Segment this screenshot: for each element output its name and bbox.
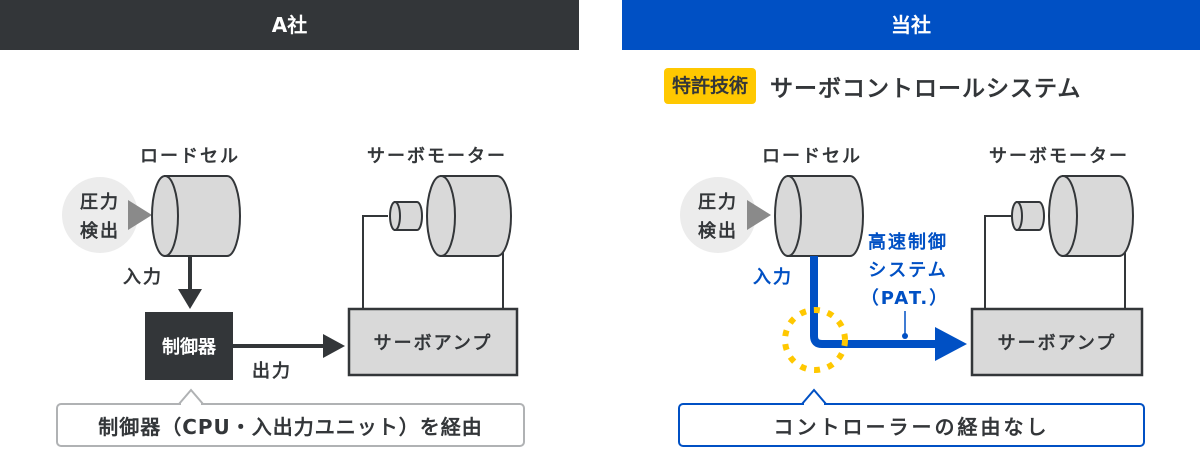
pointer-gap — [181, 403, 201, 406]
left-servo-motor-group: サーボモーター サーボアンプ — [347, 146, 519, 377]
input-label: 入力 — [123, 267, 163, 288]
high-speed-label-1: 高速制御 — [868, 231, 948, 253]
system-title: サーボコントロールシステム — [770, 76, 1082, 102]
our-callout: コントローラーの経由なし — [678, 403, 1145, 447]
callout-pointer — [176, 388, 206, 405]
patent-mark-label: （PAT.） — [861, 288, 949, 309]
pressure-bubble — [62, 177, 138, 253]
pressure-label-1: 圧力 — [80, 192, 120, 213]
left-load-cell-group: ロードセル 圧力 検出 — [62, 146, 241, 257]
pressure-label-2: 検出 — [80, 220, 120, 242]
servo-amp-box — [347, 307, 519, 377]
arrow-head-icon — [935, 327, 967, 361]
servo-motor-icon — [389, 175, 512, 257]
competitor-callout: 制御器（CPU・入出力ユニット）を経由 — [56, 403, 525, 447]
controller-label: 制御器 — [162, 336, 217, 358]
callout-pointer — [799, 388, 829, 405]
bypass-highlight-circle — [782, 307, 848, 373]
servo-amp-box — [970, 307, 1144, 377]
patent-leader-dot — [902, 333, 908, 339]
high-speed-label-2: システム — [868, 260, 947, 281]
servo-motor-icon — [1011, 175, 1134, 257]
input-label: 入力 — [753, 267, 793, 288]
controller-box — [145, 312, 233, 380]
pressure-label-2: 検出 — [698, 220, 738, 242]
right-load-cell-group: ロードセル 圧力 検出 — [680, 146, 864, 257]
arrow-head-icon — [178, 289, 202, 309]
pointer-gap — [804, 403, 824, 406]
patent-badge: 特許技術 — [664, 68, 757, 104]
servo-amp-label: サーボアンプ — [998, 332, 1117, 354]
output-label: 出力 — [252, 360, 292, 382]
our-company-header: 当社 — [622, 0, 1200, 50]
load-cell-icon — [774, 175, 864, 257]
servo-amp-label: サーボアンプ — [374, 332, 493, 354]
subtitle-row: 特許技術 サーボコントロールシステム — [664, 66, 1081, 106]
arrow-head-icon — [323, 334, 345, 358]
direct-control-path — [810, 256, 940, 348]
competitor-header: A社 — [0, 0, 579, 50]
right-servo-motor-group: サーボモーター サーボアンプ — [970, 146, 1144, 377]
servo-motor-label: サーボモーター — [367, 146, 507, 167]
servo-motor-label: サーボモーター — [989, 146, 1129, 167]
load-cell-label: ロードセル — [140, 146, 240, 167]
pressure-bubble — [680, 177, 756, 253]
pressure-pointer-icon — [128, 200, 152, 230]
pressure-pointer-icon — [747, 200, 771, 230]
load-cell-icon — [151, 175, 241, 257]
load-cell-label: ロードセル — [762, 146, 862, 167]
pressure-label-1: 圧力 — [698, 192, 738, 213]
